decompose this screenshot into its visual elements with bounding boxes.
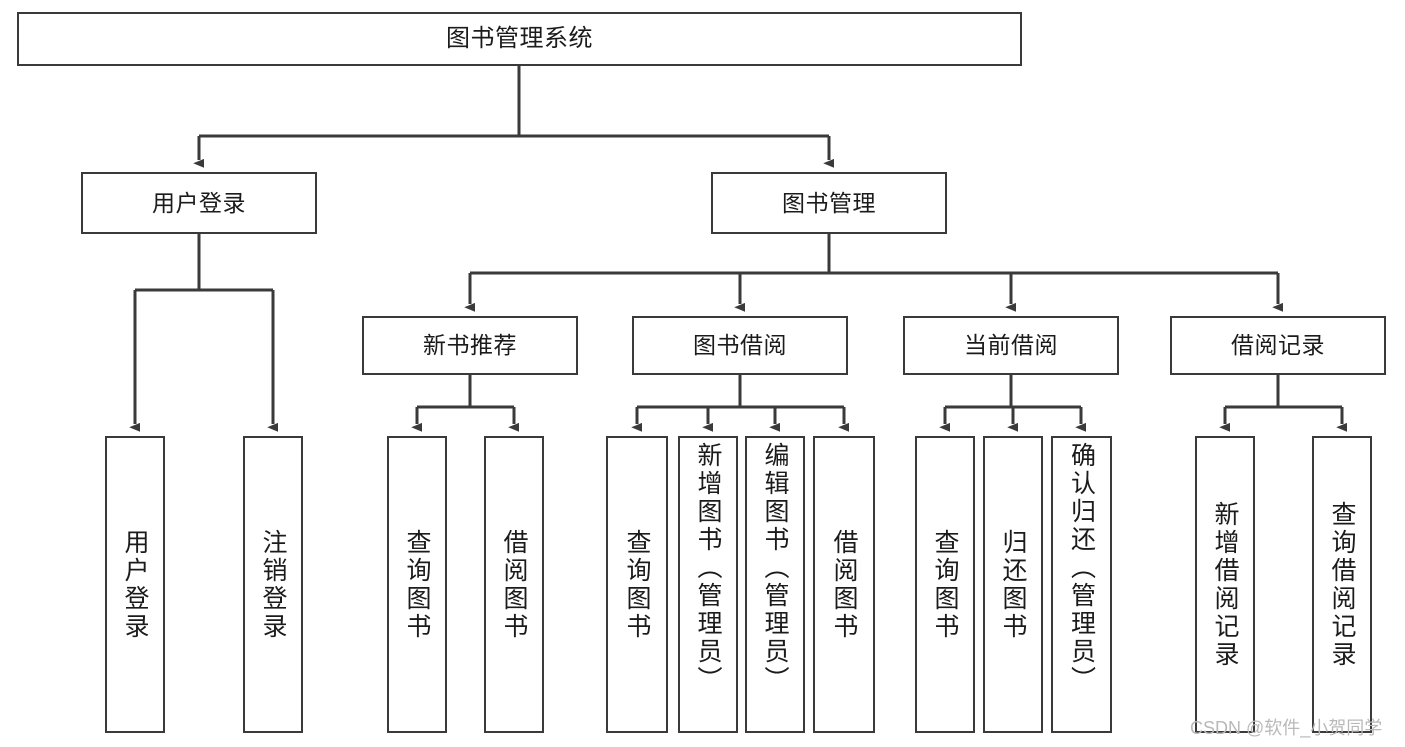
node-leaf-user-login[interactable]: 用户登录	[105, 436, 165, 733]
node-leaf-borrow-book-rec[interactable]: 借阅图书	[484, 436, 544, 733]
node-borrow-record-label: 借阅记录	[1231, 332, 1325, 358]
node-leaf-user-login-label: 用户登录	[121, 528, 149, 641]
node-book-borrow-label: 图书借阅	[693, 332, 787, 358]
node-leaf-confirm-return[interactable]: 确认归还（管理员）	[1051, 436, 1112, 733]
node-new-book-recommend-label: 新书推荐	[423, 332, 517, 358]
node-leaf-borrow-book-rec-label: 借阅图书	[500, 528, 528, 641]
node-leaf-edit-book[interactable]: 编辑图书（管理员）	[745, 436, 805, 733]
node-leaf-query-book-bb[interactable]: 查询图书	[606, 436, 668, 733]
node-leaf-query-book-cb-label: 查询图书	[931, 528, 959, 641]
node-user-login-label: 用户登录	[152, 189, 246, 216]
node-leaf-query-book-cb[interactable]: 查询图书	[915, 436, 975, 733]
node-leaf-add-record-label: 新增借阅记录	[1211, 500, 1239, 669]
node-leaf-edit-book-label: 编辑图书（管理员）	[761, 442, 789, 694]
node-book-manage[interactable]: 图书管理	[711, 172, 947, 234]
node-leaf-confirm-return-label: 确认归还（管理员）	[1067, 442, 1096, 694]
node-current-borrow-label: 当前借阅	[964, 332, 1058, 358]
node-user-login[interactable]: 用户登录	[81, 172, 317, 234]
node-leaf-return-book-label: 归还图书	[999, 528, 1027, 641]
node-leaf-query-record[interactable]: 查询借阅记录	[1312, 436, 1372, 733]
node-leaf-return-book[interactable]: 归还图书	[983, 436, 1043, 733]
node-borrow-record[interactable]: 借阅记录	[1170, 316, 1386, 375]
node-book-borrow[interactable]: 图书借阅	[632, 316, 848, 375]
node-leaf-add-record[interactable]: 新增借阅记录	[1195, 436, 1255, 733]
node-current-borrow[interactable]: 当前借阅	[903, 316, 1119, 375]
node-leaf-query-book-bb-label: 查询图书	[623, 528, 651, 641]
node-book-manage-label: 图书管理	[782, 189, 876, 216]
node-leaf-borrow-book-bb-label: 借阅图书	[830, 528, 858, 641]
node-leaf-logout-login-label: 注销登录	[259, 528, 287, 641]
node-leaf-logout-login[interactable]: 注销登录	[243, 436, 303, 733]
node-leaf-query-book-rec[interactable]: 查询图书	[387, 436, 447, 733]
node-leaf-query-record-label: 查询借阅记录	[1328, 500, 1356, 669]
node-leaf-add-book-label: 新增图书（管理员）	[694, 442, 722, 694]
node-leaf-borrow-book-bb[interactable]: 借阅图书	[813, 436, 875, 733]
node-root-label: 图书管理系统	[446, 25, 593, 52]
csdn-watermark: CSDN @软件_小贺同学	[1190, 718, 1383, 738]
node-new-book-recommend[interactable]: 新书推荐	[362, 316, 578, 375]
node-leaf-query-book-rec-label: 查询图书	[403, 528, 431, 641]
node-root[interactable]: 图书管理系统	[17, 12, 1022, 66]
node-leaf-add-book[interactable]: 新增图书（管理员）	[678, 436, 738, 733]
